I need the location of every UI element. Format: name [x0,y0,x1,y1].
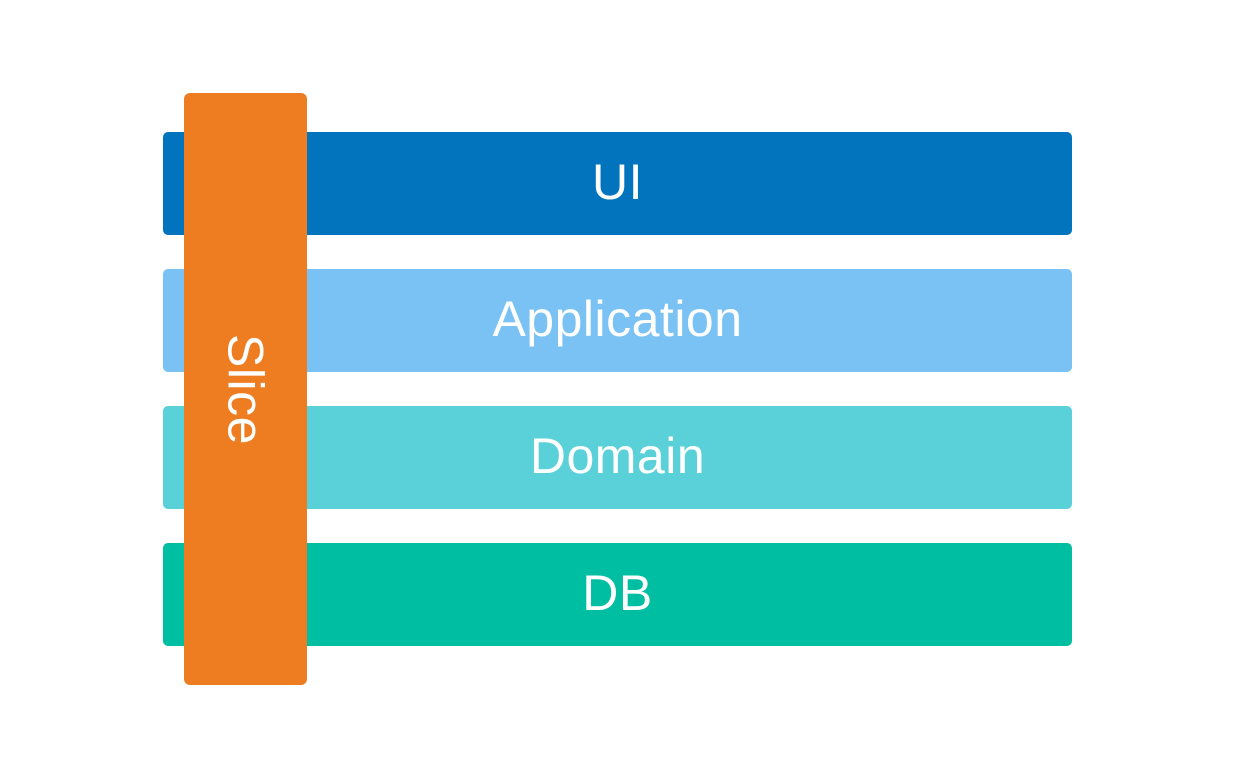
layer-label-application: Application [492,290,743,347]
layer-label-db: DB [582,564,653,621]
slice-label: Slice [217,333,274,445]
slice-bar: Slice [184,93,307,685]
layer-bar-db: DB [163,543,1072,646]
layer-bar-domain: Domain [163,406,1072,509]
layer-label-domain: Domain [529,427,706,484]
layer-bar-application: Application [163,269,1072,372]
layer-bar-ui: UI [163,132,1072,235]
layer-label-ui: UI [592,153,643,210]
